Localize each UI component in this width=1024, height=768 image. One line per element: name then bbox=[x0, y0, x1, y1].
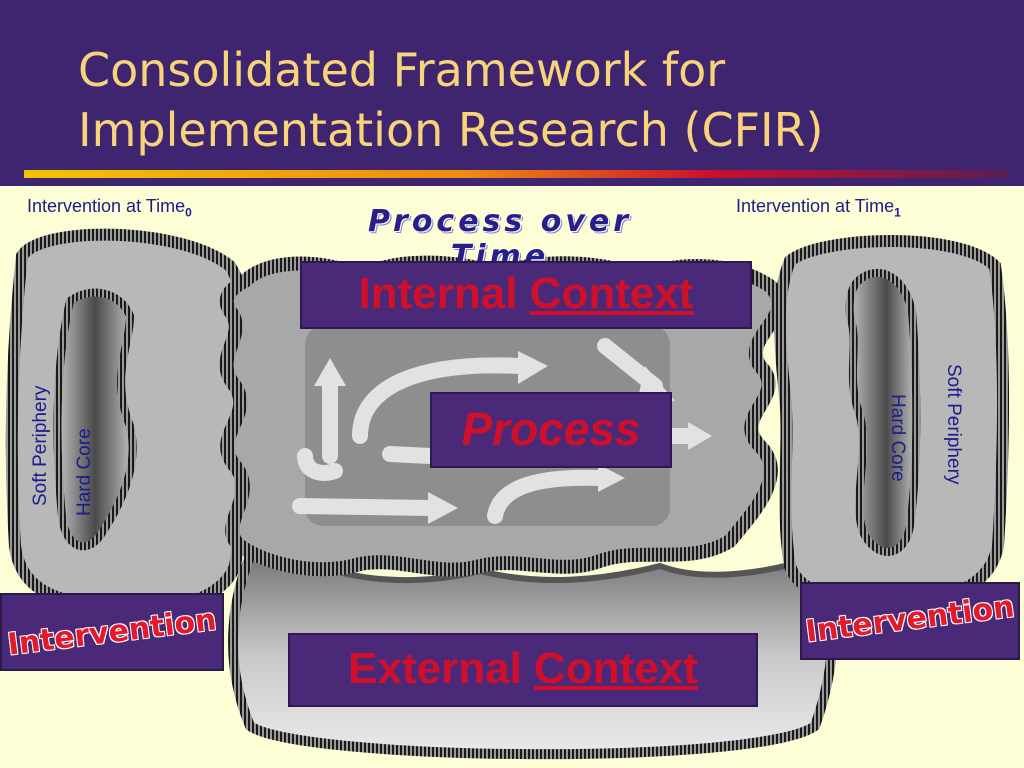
right-soft-periphery-label: Soft Periphery bbox=[943, 364, 964, 485]
arrowhead-top bbox=[518, 351, 548, 384]
process-box: Process bbox=[430, 392, 672, 468]
intervention-right-text: Intervention bbox=[803, 589, 1017, 650]
arrowhead-up bbox=[314, 358, 346, 386]
process-arrows bbox=[292, 338, 698, 524]
arrow-curve-bottom bbox=[487, 469, 608, 524]
intervention-left-box: Intervention bbox=[0, 593, 224, 671]
cfir-diagram: Intervention at Time0 Intervention at Ti… bbox=[0, 186, 1024, 768]
arrow-hook bbox=[297, 448, 343, 481]
time1-subscript: 1 bbox=[894, 205, 901, 220]
time0-subscript: 0 bbox=[185, 205, 192, 220]
external-context-box: External Context bbox=[288, 633, 758, 707]
left-hard-core-label: Hard Core bbox=[74, 428, 95, 516]
right-hard-core-label: Hard Core bbox=[887, 394, 908, 482]
internal-context-underlined: Context bbox=[529, 269, 694, 318]
time1-label: Intervention at Time1 bbox=[736, 196, 901, 220]
external-context-underlined: Context bbox=[534, 644, 698, 693]
title-divider bbox=[24, 170, 1008, 178]
title-line-1: Consolidated Framework for bbox=[78, 43, 726, 97]
arrow-curve-top bbox=[352, 357, 528, 444]
arrowhead-bottom bbox=[598, 464, 625, 492]
left-soft-periphery-label: Soft Periphery bbox=[30, 385, 51, 506]
arrow-straight bbox=[292, 498, 438, 516]
time0-label: Intervention at Time0 bbox=[27, 196, 192, 220]
left-hard-core-shape bbox=[53, 288, 137, 551]
title-line-2: Implementation Research (CFIR) bbox=[78, 103, 824, 157]
slide-title: Consolidated Framework for Implementatio… bbox=[78, 40, 978, 160]
intervention-right-box: Intervention bbox=[800, 582, 1020, 660]
right-hard-core-shape bbox=[845, 268, 921, 556]
arrowhead-right bbox=[688, 422, 712, 450]
arrow-mid bbox=[382, 446, 438, 464]
intervention-left-text: Intervention bbox=[5, 602, 219, 663]
internal-context-box: Internal Context bbox=[300, 261, 752, 329]
arrowhead-straight bbox=[428, 492, 458, 524]
